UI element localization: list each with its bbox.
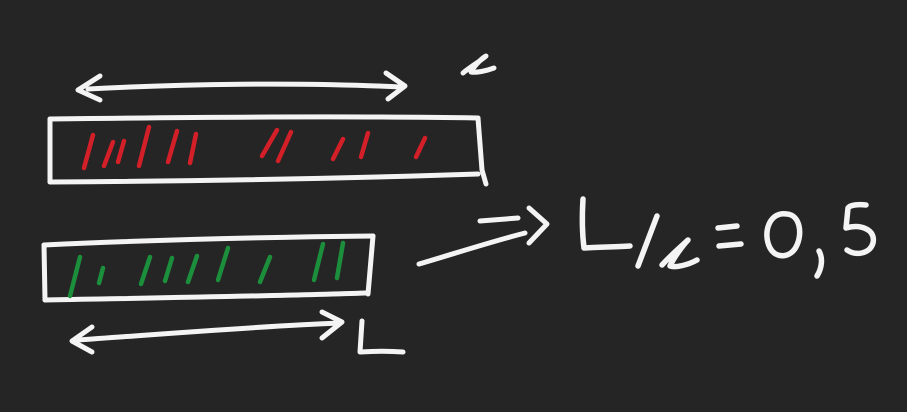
bottom-bar-group bbox=[41, 233, 406, 355]
hatch-mark bbox=[115, 138, 127, 165]
hatch-mark bbox=[187, 131, 199, 166]
digit-five bbox=[843, 201, 877, 257]
top-length-arrow bbox=[75, 70, 408, 103]
hatch-mark bbox=[96, 265, 106, 286]
top-arrow-right-head bbox=[383, 70, 408, 102]
ratio-numerator-L bbox=[579, 196, 633, 251]
hatch-mark bbox=[162, 255, 175, 284]
hatch-mark bbox=[67, 254, 83, 299]
implication-arrow bbox=[416, 205, 550, 267]
top-arrow-shaft bbox=[85, 81, 403, 92]
hatch-mark bbox=[215, 245, 231, 283]
top-bar-hatch-marks bbox=[81, 124, 428, 171]
hatch-mark bbox=[101, 139, 116, 169]
implication-arrow-upper-line bbox=[477, 215, 521, 224]
ratio-slash bbox=[635, 213, 660, 269]
hatch-mark bbox=[358, 130, 371, 160]
hatch-mark bbox=[81, 132, 96, 171]
hatch-mark bbox=[138, 254, 153, 287]
equals-sign bbox=[715, 223, 744, 249]
hatch-mark bbox=[165, 128, 180, 165]
bottom-length-label-L bbox=[357, 318, 406, 355]
decimal-comma bbox=[814, 248, 825, 279]
hatch-mark bbox=[311, 241, 326, 283]
bottom-length-arrow bbox=[69, 309, 345, 355]
bottom-arrow-right-head bbox=[319, 309, 345, 341]
top-arrow-left-head bbox=[75, 73, 103, 103]
ratio-denominator-ell bbox=[659, 237, 700, 270]
top-bar-outline bbox=[47, 114, 489, 187]
hatch-mark bbox=[413, 135, 428, 160]
hatch-mark bbox=[330, 136, 346, 162]
top-bar-group bbox=[47, 53, 497, 187]
result-group bbox=[416, 196, 877, 279]
bottom-bar-hatch-marks bbox=[67, 240, 346, 299]
implication-arrow-shaft bbox=[416, 230, 528, 267]
bottom-arrow-shaft bbox=[75, 320, 343, 343]
hatch-mark bbox=[136, 124, 152, 169]
hatch-mark bbox=[185, 253, 200, 285]
bottom-arrow-left-head bbox=[69, 324, 95, 355]
digit-zero bbox=[764, 211, 803, 259]
bottom-bar-outline bbox=[41, 233, 376, 303]
implication-arrow-head bbox=[526, 205, 550, 246]
hatch-mark bbox=[259, 127, 280, 159]
hatch-mark bbox=[334, 240, 346, 281]
hatch-mark bbox=[257, 254, 273, 285]
top-length-label-ell bbox=[460, 53, 497, 76]
hatch-mark bbox=[275, 129, 294, 164]
